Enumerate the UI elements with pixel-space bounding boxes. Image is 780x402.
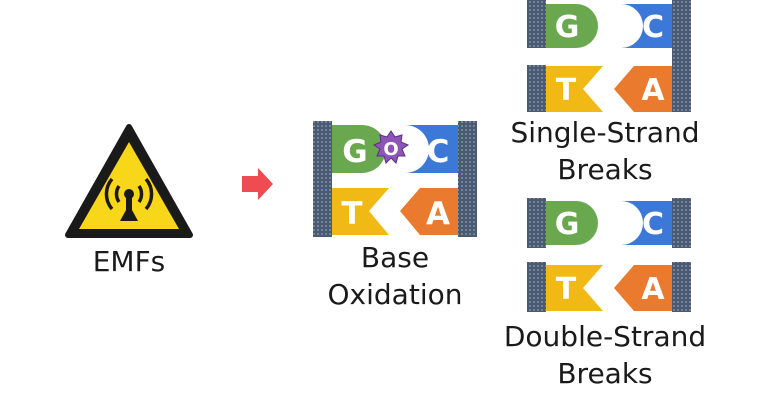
- oxidation-mark: O: [383, 139, 398, 160]
- backbone-right: [458, 121, 477, 237]
- base-g: [332, 125, 386, 173]
- double-strand-label-line2: Breaks: [557, 357, 653, 390]
- letter-t: T: [341, 196, 362, 232]
- letter-g: G: [342, 134, 367, 170]
- emfs-label: EMFs: [92, 245, 166, 278]
- letter-c: C: [642, 10, 664, 45]
- single-strand-label-line2: Breaks: [557, 153, 653, 186]
- letter-g: G: [555, 10, 580, 45]
- letter-a: A: [426, 196, 450, 232]
- letter-c: C: [427, 134, 450, 170]
- base-t: [332, 188, 389, 235]
- base-oxidation-label-line2: Oxidation: [327, 278, 463, 311]
- letter-t: T: [556, 272, 577, 307]
- letter-g: G: [555, 207, 580, 242]
- backbone-left: [313, 121, 332, 237]
- base-oxidation-label-line1: Base: [360, 241, 430, 274]
- letter-c: C: [642, 207, 664, 242]
- base-c: [405, 125, 458, 173]
- base-a: [400, 188, 458, 235]
- double-strand-label-line1: Double-Strand: [503, 320, 707, 353]
- letter-t: T: [556, 73, 577, 108]
- single-strand-label-line1: Single-Strand: [510, 116, 700, 149]
- letter-a: A: [641, 73, 665, 108]
- letter-a: A: [641, 272, 665, 307]
- oxidation-burst-icon: [372, 130, 410, 164]
